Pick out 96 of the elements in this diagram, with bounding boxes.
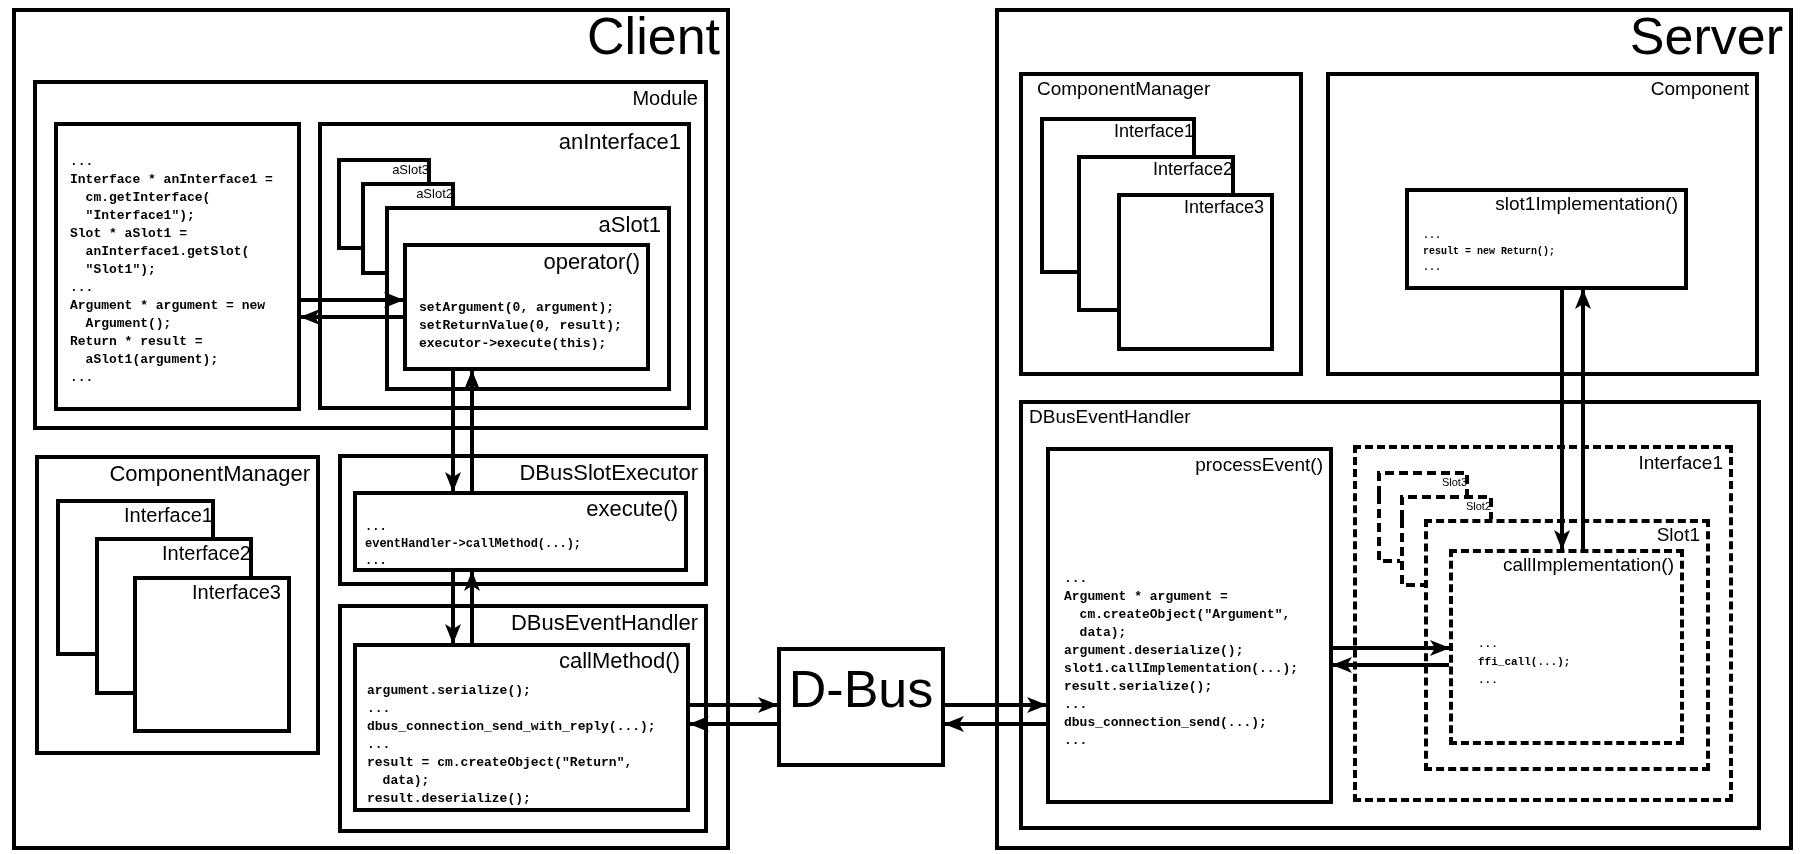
arrow	[1333, 640, 1450, 656]
box-title: ComponentManager	[109, 462, 310, 487]
arrow	[445, 572, 461, 644]
box-title: anInterface1	[558, 130, 681, 155]
code-line: result.serialize();	[1064, 678, 1214, 696]
arrow	[1332, 657, 1449, 673]
arrow	[1554, 290, 1570, 550]
code-line: argument.deserialize();	[1064, 642, 1245, 660]
code-line: Argument * argument = cm.createObject("Argument", data);	[1064, 588, 1292, 642]
arrow	[689, 716, 777, 732]
box-title: aSlot1	[598, 213, 661, 238]
code-line: ...	[367, 736, 392, 754]
box-title: Slot1	[1656, 525, 1700, 546]
box-title: callImplementation()	[1502, 555, 1674, 576]
code-line: setArgument(0, argument);	[419, 299, 616, 317]
module-box	[33, 80, 708, 430]
arrow	[301, 292, 404, 308]
component-box	[1326, 72, 1759, 376]
server-frame	[995, 8, 1793, 850]
arrow	[464, 571, 480, 643]
code-line: ...	[1064, 696, 1089, 714]
box-title: Client	[587, 8, 720, 66]
method-box	[353, 643, 690, 812]
method-box	[403, 243, 650, 371]
code-line: result = cm.createObject("Return", data);	[367, 754, 634, 790]
box-title: DBusEventHandler	[1029, 407, 1191, 428]
event-handler-box	[1019, 400, 1761, 830]
box-title: Interface2	[162, 542, 251, 564]
code-line: result = new Return();	[1423, 245, 1557, 259]
arrow	[944, 716, 1046, 732]
method-box	[1046, 447, 1333, 804]
code-line: argument.serialize();	[367, 682, 532, 700]
box-title: Interface1	[1638, 453, 1723, 474]
code-line: ...	[365, 553, 388, 570]
code-line: ...	[1478, 673, 1499, 688]
interface-box	[318, 122, 691, 410]
code-line: Argument * argument = new Argument();	[70, 297, 267, 333]
code-line: eventHandler->callMethod(...);	[365, 536, 583, 553]
slot-box	[385, 206, 671, 391]
code-box	[54, 122, 301, 411]
interface-box	[133, 576, 291, 733]
box-title: DBusEventHandler	[510, 611, 698, 636]
arrow	[690, 697, 778, 713]
box-title: execute()	[586, 497, 678, 522]
interface-box	[1353, 445, 1733, 802]
box-title: Component	[1650, 79, 1749, 100]
arrow	[445, 371, 461, 492]
code-line: Return * result = aSlot1(argument);	[70, 333, 220, 369]
code-line: ...	[1064, 732, 1089, 750]
box-title: processEvent()	[1195, 455, 1323, 476]
method-box	[353, 491, 688, 572]
arrow	[1575, 289, 1591, 549]
code-line: ...	[70, 279, 95, 297]
bus-box	[777, 647, 945, 767]
code-line: result.deserialize();	[367, 790, 532, 808]
box-title: ComponentManager	[1037, 79, 1211, 100]
arrow	[464, 370, 480, 491]
interface-box	[1117, 193, 1274, 351]
code-line: ...	[70, 153, 95, 171]
code-line: slot1.callImplementation(...);	[1064, 660, 1300, 678]
component-manager-box	[35, 455, 320, 755]
code-line: ...	[70, 369, 95, 387]
code-line: Interface * anInterface1 = cm.getInterface( "Interface1");	[70, 171, 274, 225]
arrow	[300, 309, 403, 325]
event-handler-box	[338, 604, 708, 833]
box-title: Interface3	[192, 581, 281, 603]
box-title: Interface2	[1152, 160, 1233, 180]
box-title: slot1Implementation()	[1495, 194, 1678, 215]
code-line: setReturnValue(0, result);	[419, 317, 623, 335]
box-title: operator()	[543, 250, 640, 275]
method-box	[1449, 549, 1684, 745]
box-title: Interface1	[1113, 122, 1194, 142]
code-line: ...	[365, 519, 388, 536]
box-title: D-Bus	[788, 661, 934, 719]
box-title: Interface1	[124, 504, 213, 526]
code-line: dbus_connection_send(...);	[1064, 714, 1268, 732]
code-line: executor->execute(this);	[419, 335, 608, 353]
slot-box	[1424, 519, 1710, 771]
box-title: callMethod()	[558, 649, 680, 674]
client-frame	[12, 8, 730, 850]
arrow	[945, 697, 1047, 713]
component-manager-box	[1019, 72, 1303, 376]
code-line: ...	[1423, 229, 1442, 243]
box-title: Server	[1629, 8, 1783, 66]
code-line: ...	[1423, 261, 1442, 275]
code-line: dbus_connection_send_with_reply(...);	[367, 718, 657, 736]
code-line: Slot * aSlot1 = anInterface1.getSlot( "Slot1");	[70, 225, 251, 279]
method-box	[1405, 188, 1688, 290]
code-line: ffi_call(...);	[1478, 655, 1572, 670]
box-title: Module	[632, 87, 698, 109]
executor-box	[338, 454, 708, 586]
code-line: ...	[367, 700, 392, 718]
code-line: ...	[1064, 570, 1089, 588]
box-title: Interface3	[1183, 198, 1264, 218]
code-line: ...	[1478, 637, 1499, 652]
box-title: DBusSlotExecutor	[519, 461, 698, 486]
